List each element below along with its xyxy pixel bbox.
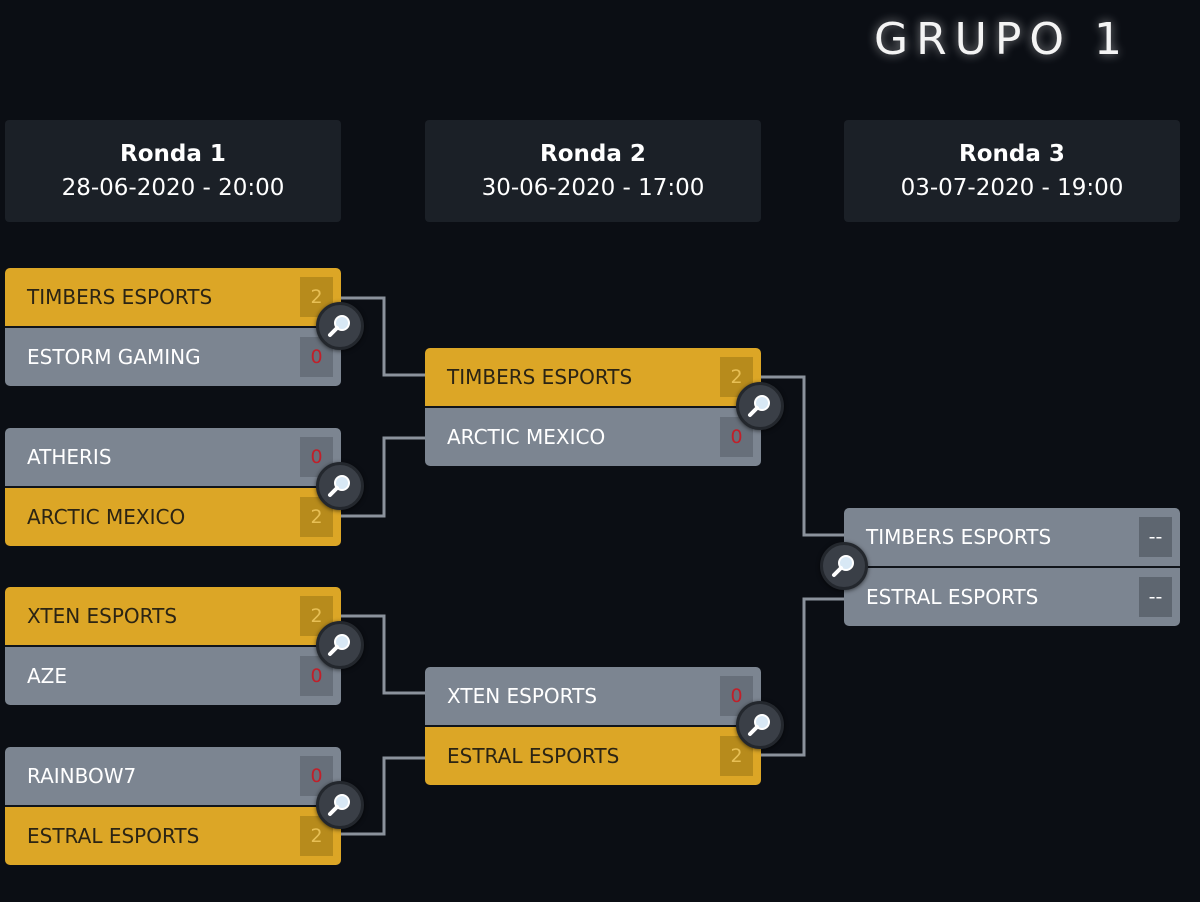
team-name: ARCTIC MEXICO (447, 425, 606, 449)
team-name: ESTORM GAMING (27, 345, 201, 369)
round-date: 03-07-2020 - 19:00 (900, 175, 1124, 201)
team-name: ARCTIC MEXICO (27, 505, 186, 529)
round-3-header: Ronda 3 03-07-2020 - 19:00 (844, 120, 1180, 222)
divider (844, 566, 1180, 568)
divider (5, 805, 341, 807)
magnifier-icon (328, 794, 350, 816)
match-r2m2[interactable]: XTEN ESPORTS 0 ESTRAL ESPORTS 2 (425, 667, 761, 785)
team-name: XTEN ESPORTS (447, 684, 598, 708)
connector-line (341, 296, 425, 377)
connector-line (761, 375, 844, 537)
team-slot[interactable]: ARCTIC MEXICO 2 (5, 488, 341, 546)
match-r3m1[interactable]: TIMBERS ESPORTS -- ESTRAL ESPORTS -- (844, 508, 1180, 626)
round-date: 28-06-2020 - 20:00 (61, 175, 285, 201)
team-slot[interactable]: ESTRAL ESPORTS 2 (5, 807, 341, 865)
round-name: Ronda 2 (540, 141, 646, 167)
team-score: 0 (300, 656, 333, 696)
divider (425, 725, 761, 727)
team-name: ATHERIS (27, 445, 112, 469)
divider (5, 326, 341, 328)
magnifier-icon (328, 634, 350, 656)
team-slot[interactable]: TIMBERS ESPORTS 2 (5, 268, 341, 326)
team-slot[interactable]: ARCTIC MEXICO 0 (425, 408, 761, 466)
team-name: ESTRAL ESPORTS (866, 585, 1039, 609)
magnifier-icon (328, 475, 350, 497)
team-score: -- (1139, 577, 1172, 617)
team-slot[interactable]: ESTORM GAMING 0 (5, 328, 341, 386)
team-slot[interactable]: ESTRAL ESPORTS -- (844, 568, 1180, 626)
magnifier-icon (832, 555, 854, 577)
round-2-header: Ronda 2 30-06-2020 - 17:00 (425, 120, 761, 222)
team-slot[interactable]: ESTRAL ESPORTS 2 (425, 727, 761, 785)
divider (5, 645, 341, 647)
match-details-button[interactable] (316, 302, 364, 350)
match-details-button[interactable] (820, 542, 868, 590)
match-details-button[interactable] (736, 382, 784, 430)
match-details-button[interactable] (316, 462, 364, 510)
team-name: ESTRAL ESPORTS (447, 744, 620, 768)
match-details-button[interactable] (316, 621, 364, 669)
match-r1m4[interactable]: RAINBOW7 0 ESTRAL ESPORTS 2 (5, 747, 341, 865)
match-r1m1[interactable]: TIMBERS ESPORTS 2 ESTORM GAMING 0 (5, 268, 341, 386)
team-name: TIMBERS ESPORTS (447, 365, 633, 389)
magnifier-icon (748, 395, 770, 417)
team-slot[interactable]: XTEN ESPORTS 2 (5, 587, 341, 645)
round-1-header: Ronda 1 28-06-2020 - 20:00 (5, 120, 341, 222)
connector-line (341, 436, 425, 518)
round-name: Ronda 3 (959, 141, 1065, 167)
team-slot[interactable]: RAINBOW7 0 (5, 747, 341, 805)
team-slot[interactable]: AZE 0 (5, 647, 341, 705)
divider (5, 486, 341, 488)
team-slot[interactable]: TIMBERS ESPORTS 2 (425, 348, 761, 406)
team-slot[interactable]: ATHERIS 0 (5, 428, 341, 486)
team-score: -- (1139, 517, 1172, 557)
match-details-button[interactable] (736, 701, 784, 749)
team-name: XTEN ESPORTS (27, 604, 178, 628)
team-name: TIMBERS ESPORTS (27, 285, 213, 309)
team-name: ESTRAL ESPORTS (27, 824, 200, 848)
team-name: RAINBOW7 (27, 764, 137, 788)
round-date: 30-06-2020 - 17:00 (481, 175, 705, 201)
team-slot[interactable]: TIMBERS ESPORTS -- (844, 508, 1180, 566)
team-name: TIMBERS ESPORTS (866, 525, 1052, 549)
divider (425, 406, 761, 408)
connector-line (341, 756, 425, 836)
magnifier-icon (328, 315, 350, 337)
group-title: GRUPO 1 (874, 14, 1131, 65)
round-name: Ronda 1 (120, 141, 226, 167)
team-slot[interactable]: XTEN ESPORTS 0 (425, 667, 761, 725)
magnifier-icon (748, 714, 770, 736)
match-r1m3[interactable]: XTEN ESPORTS 2 AZE 0 (5, 587, 341, 705)
team-score: 2 (300, 596, 333, 636)
team-score: 2 (300, 497, 333, 537)
match-details-button[interactable] (316, 781, 364, 829)
match-r2m1[interactable]: TIMBERS ESPORTS 2 ARCTIC MEXICO 0 (425, 348, 761, 466)
connector-line (761, 597, 844, 757)
connector-line (341, 614, 425, 695)
team-name: AZE (27, 664, 68, 688)
match-r1m2[interactable]: ATHERIS 0 ARCTIC MEXICO 2 (5, 428, 341, 546)
